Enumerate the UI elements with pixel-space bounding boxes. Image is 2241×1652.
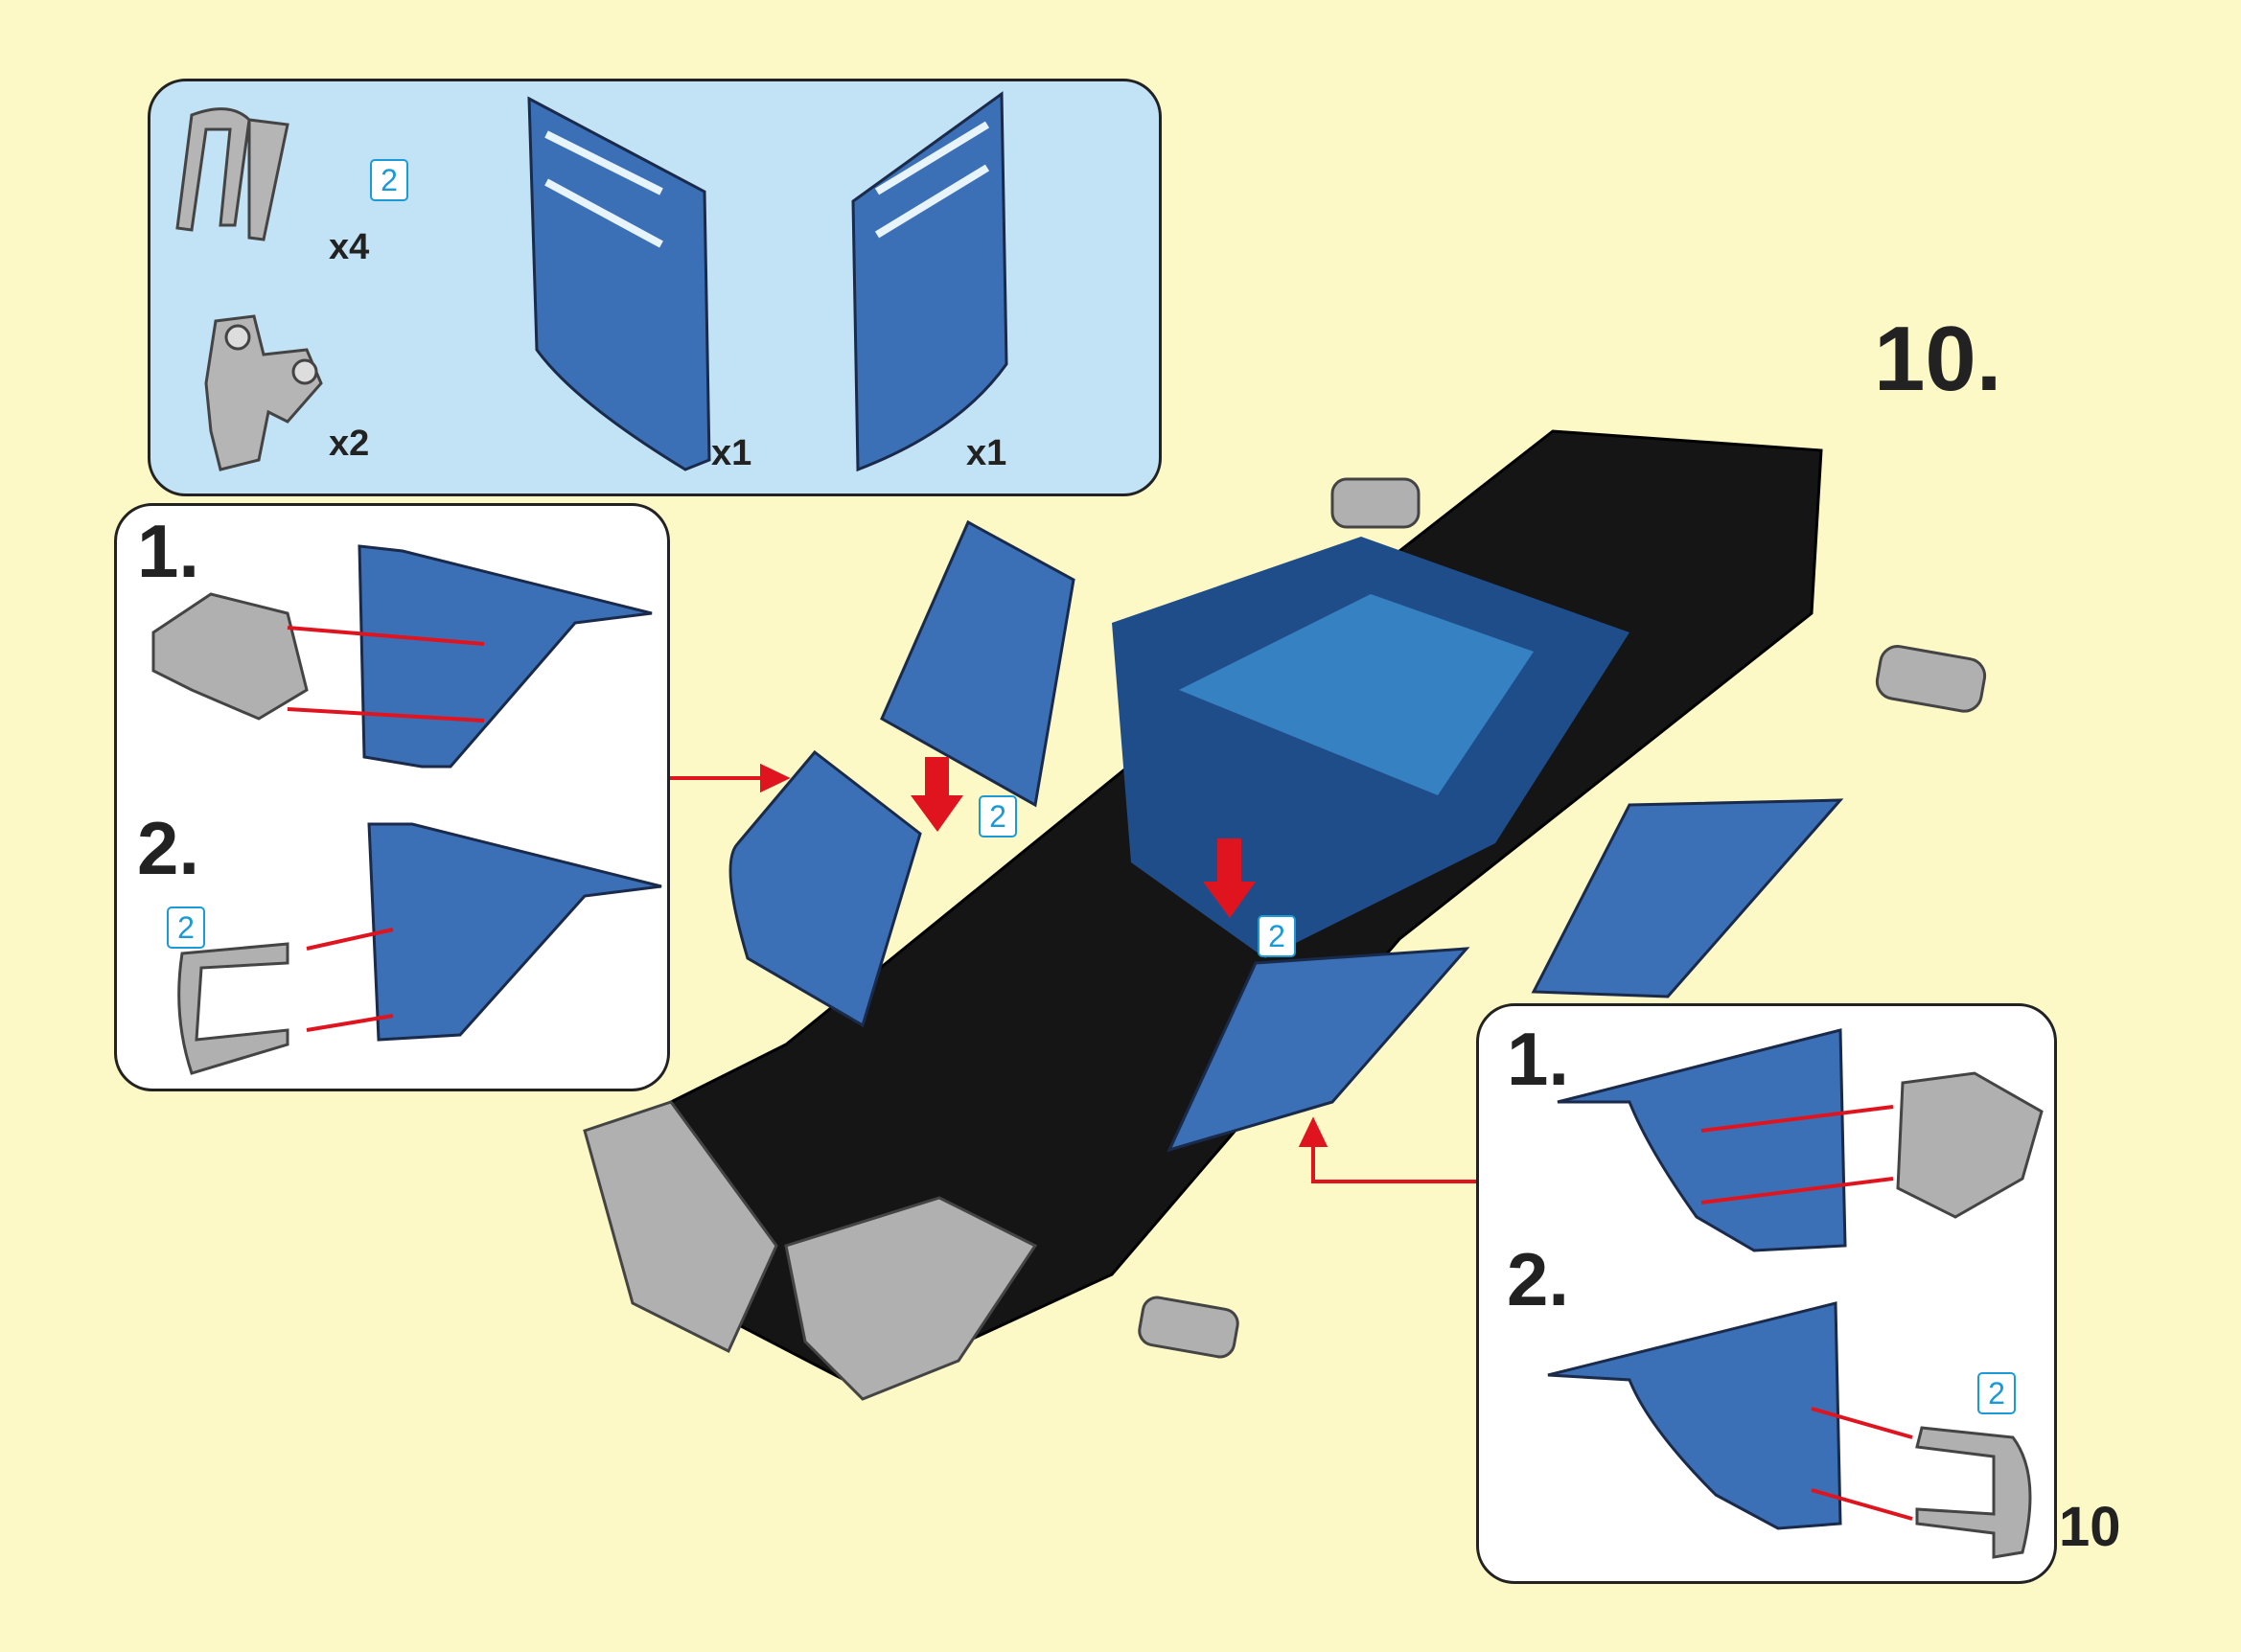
quantity-label: x2 xyxy=(329,424,370,464)
right-wing-panel-icon xyxy=(851,91,1008,472)
quantity-label: x1 xyxy=(966,433,1007,473)
page-number: 10 xyxy=(2059,1496,2121,1558)
substep-label: 2. xyxy=(1507,1237,1570,1321)
quantity-label: x4 xyxy=(329,227,370,267)
callout-arrows xyxy=(669,763,1481,1183)
substep-label: 1. xyxy=(1507,1017,1570,1101)
size-badge: 2 xyxy=(167,906,205,949)
step-number: 10. xyxy=(1874,308,2002,410)
installed-wing-right-lower xyxy=(1167,947,1470,1153)
size-badge: 2 xyxy=(979,795,1017,837)
substep-label: 2. xyxy=(137,806,200,890)
pin-connector-icon xyxy=(175,107,289,241)
size-badge: 2 xyxy=(1977,1372,2016,1414)
substep-label: 1. xyxy=(137,509,200,593)
size-badge: 2 xyxy=(370,159,408,201)
insert-arrows xyxy=(911,757,1256,918)
installed-wing-left-upper xyxy=(880,519,1075,808)
left-wing-panel-icon xyxy=(527,96,711,471)
installed-wing-left-lower xyxy=(728,749,922,1028)
installed-wing-right-upper xyxy=(1531,798,1844,998)
axle-connector-icon xyxy=(204,314,323,471)
quantity-label: x1 xyxy=(711,433,752,473)
size-badge: 2 xyxy=(1258,915,1296,957)
